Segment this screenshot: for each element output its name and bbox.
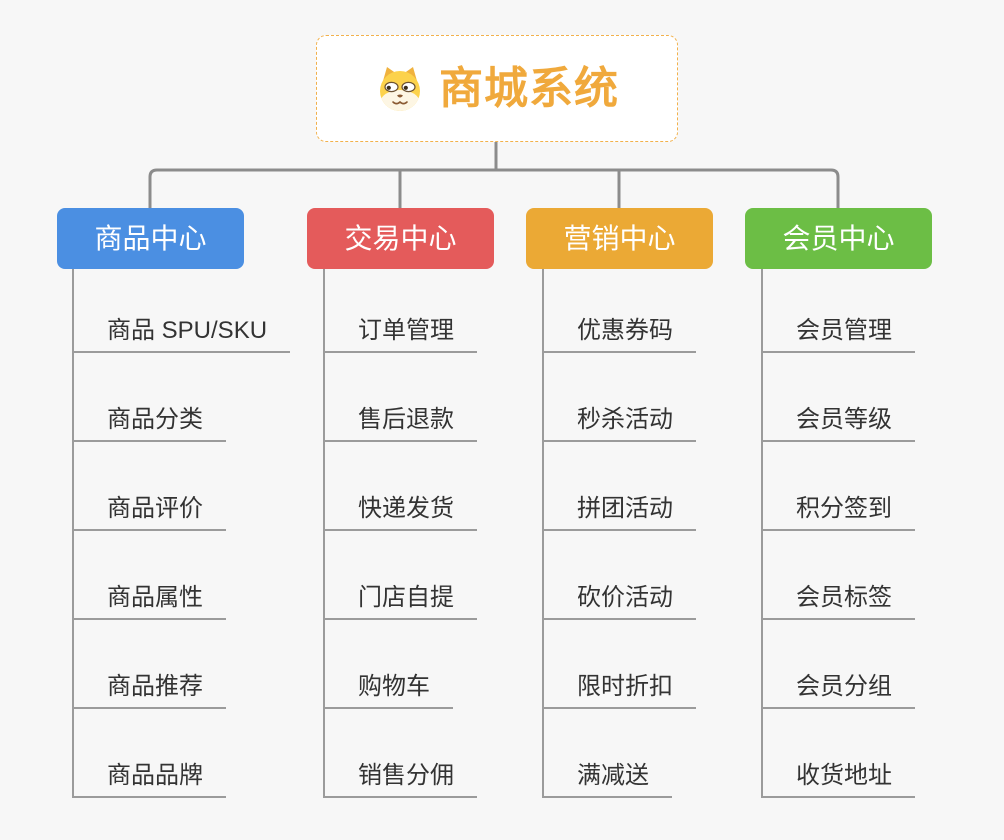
child-topic[interactable]: 收货地址 xyxy=(763,709,915,798)
child-topic[interactable]: 商品评价 xyxy=(74,442,226,531)
child-topic-label: 优惠券码 xyxy=(577,317,673,345)
child-topic[interactable]: 购物车 xyxy=(325,620,453,709)
child-topic-label: 商品品牌 xyxy=(107,762,203,790)
child-topic[interactable]: 商品品牌 xyxy=(74,709,226,798)
branch-label: 商品中心 xyxy=(94,222,207,254)
child-topic[interactable]: 商品分类 xyxy=(74,353,226,442)
child-topic-label: 商品推荐 xyxy=(107,673,203,701)
branch-column-product: 商品 SPU/SKU 商品分类 商品评价 商品属性 商品推荐 商品品牌 xyxy=(72,268,291,798)
child-topic[interactable]: 商品 SPU/SKU xyxy=(74,268,291,353)
child-topic-label: 秒杀活动 xyxy=(577,406,673,434)
child-topic-label: 商品属性 xyxy=(107,584,203,612)
child-topic[interactable]: 会员分组 xyxy=(763,620,915,709)
child-topic-label: 积分签到 xyxy=(796,495,892,523)
child-topic-label: 拼团活动 xyxy=(577,495,673,523)
child-topic-label: 会员标签 xyxy=(796,584,892,612)
child-topic[interactable]: 限时折扣 xyxy=(544,620,696,709)
child-topic[interactable]: 会员等级 xyxy=(763,353,915,442)
branch-node-marketing[interactable]: 营销中心 xyxy=(526,208,713,269)
branch-label: 会员中心 xyxy=(782,222,895,254)
child-topic[interactable]: 销售分佣 xyxy=(325,709,477,798)
child-topic[interactable]: 积分签到 xyxy=(763,442,915,531)
child-topic-label: 售后退款 xyxy=(358,406,454,434)
branch-node-product[interactable]: 商品中心 xyxy=(57,208,244,269)
branch-node-member[interactable]: 会员中心 xyxy=(745,208,932,269)
child-topic[interactable]: 会员标签 xyxy=(763,531,915,620)
child-topic[interactable]: 商品推荐 xyxy=(74,620,226,709)
child-topic[interactable]: 订单管理 xyxy=(325,268,477,353)
child-topic-label: 商品评价 xyxy=(107,495,203,523)
child-topic[interactable]: 砍价活动 xyxy=(544,531,696,620)
branch-label: 营销中心 xyxy=(563,222,676,254)
child-topic-label: 限时折扣 xyxy=(577,673,673,701)
child-topic[interactable]: 会员管理 xyxy=(763,268,915,353)
branch-column-member: 会员管理 会员等级 积分签到 会员标签 会员分组 收货地址 xyxy=(761,268,915,798)
child-topic-label: 购物车 xyxy=(358,673,430,701)
child-topic-label: 满减送 xyxy=(577,762,649,790)
child-topic-label: 销售分佣 xyxy=(358,762,454,790)
child-topic-label: 商品 SPU/SKU xyxy=(107,317,268,345)
child-topic-label: 会员分组 xyxy=(796,673,892,701)
child-topic[interactable]: 拼团活动 xyxy=(544,442,696,531)
root-title: 商城系统 xyxy=(439,63,619,113)
child-topic[interactable]: 秒杀活动 xyxy=(544,353,696,442)
child-topic[interactable]: 商品属性 xyxy=(74,531,226,620)
child-topic-label: 会员管理 xyxy=(796,317,892,345)
root-node[interactable]: 商城系统 xyxy=(316,35,678,142)
child-topic-label: 砍价活动 xyxy=(577,584,673,612)
doge-face-icon xyxy=(380,66,420,111)
child-topic-label: 订单管理 xyxy=(358,317,454,345)
child-topic-label: 快递发货 xyxy=(358,495,454,523)
child-topic[interactable]: 满减送 xyxy=(544,709,672,798)
child-topic-label: 商品分类 xyxy=(107,406,203,434)
child-topic[interactable]: 优惠券码 xyxy=(544,268,696,353)
child-topic[interactable]: 门店自提 xyxy=(325,531,477,620)
branch-label: 交易中心 xyxy=(344,222,457,254)
child-topic-label: 门店自提 xyxy=(358,584,454,612)
child-topic-label: 收货地址 xyxy=(796,762,892,790)
branch-column-marketing: 优惠券码 秒杀活动 拼团活动 砍价活动 限时折扣 满减送 xyxy=(542,268,696,798)
child-topic-label: 会员等级 xyxy=(796,406,892,434)
child-topic[interactable]: 售后退款 xyxy=(325,353,477,442)
branch-node-trade[interactable]: 交易中心 xyxy=(307,208,494,269)
branch-column-trade: 订单管理 售后退款 快递发货 门店自提 购物车 销售分佣 xyxy=(323,268,477,798)
child-topic[interactable]: 快递发货 xyxy=(325,442,477,531)
